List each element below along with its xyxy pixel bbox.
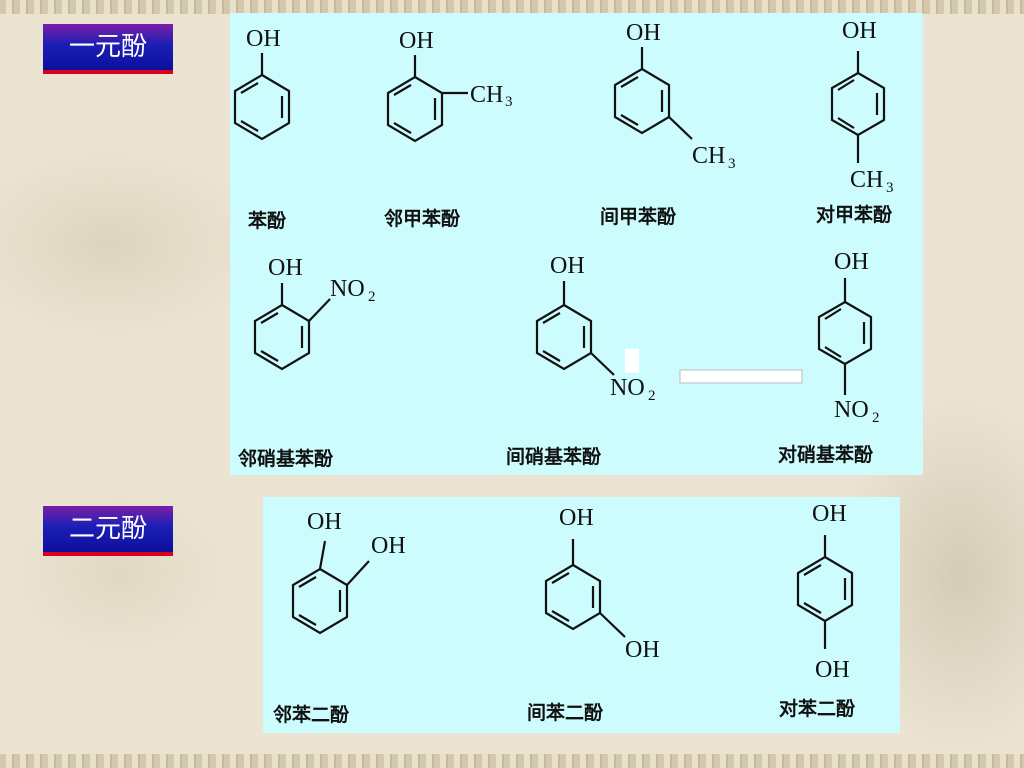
m-nitrophenol-structure — [535, 281, 615, 376]
name-hydroquinone: 对苯二酚 — [779, 697, 856, 720]
resorcinol-structure — [544, 539, 626, 638]
group-label: 3 — [886, 180, 894, 196]
group-label: 2 — [648, 388, 656, 404]
o-nitrophenol-structure — [253, 283, 331, 371]
name-m-nitrophenol: 间硝基苯酚 — [506, 445, 602, 468]
white-artifact — [625, 349, 639, 373]
o-cresol-structure — [386, 55, 468, 143]
name-o-nitrophenol: 邻硝基苯酚 — [238, 447, 334, 470]
monohydric-phenols-panel: OH OH CH 3 OH CH 3 OH CH 3 OH NO 2 OH NO… — [230, 13, 923, 475]
group-label: OH — [268, 255, 303, 281]
group-label: OH — [371, 533, 406, 559]
section-label-di: 二元酚 — [43, 506, 173, 556]
group-label: NO — [834, 397, 869, 423]
name-m-cresol: 间甲苯酚 — [600, 205, 677, 228]
white-artifact — [679, 369, 803, 384]
p-nitrophenol-structure — [817, 278, 873, 395]
name-resorcinol: 间苯二酚 — [527, 701, 604, 724]
group-label: OH — [559, 505, 594, 531]
hydroquinone-structure — [796, 535, 854, 649]
group-label: NO — [330, 276, 365, 302]
group-label: NO — [610, 375, 645, 401]
m-cresol-structure — [613, 47, 693, 140]
group-label: 3 — [505, 94, 513, 110]
phenol-structure — [233, 53, 291, 141]
name-catechol: 邻苯二酚 — [273, 703, 350, 726]
group-label: OH — [842, 18, 877, 44]
group-label: 3 — [728, 156, 736, 172]
name-phenol: 苯酚 — [247, 209, 287, 232]
catechol-structure — [291, 540, 370, 635]
group-label: CH — [692, 143, 725, 169]
dihydric-structures: OH OH OH OH OH OH 邻苯二酚 间苯二酚 对苯二酚 — [273, 501, 856, 726]
group-label: CH — [470, 82, 503, 108]
group-label: OH — [815, 657, 850, 683]
group-label: CH — [850, 167, 883, 193]
group-label: 2 — [872, 410, 880, 426]
dihydric-phenols-panel: OH OH OH OH OH OH 邻苯二酚 间苯二酚 对苯二酚 — [263, 497, 900, 733]
group-label: OH — [550, 253, 585, 279]
p-cresol-structure — [830, 51, 886, 163]
decorative-border-bottom — [0, 754, 1024, 768]
group-label: OH — [626, 20, 661, 46]
section-label-mono: 一元酚 — [43, 24, 173, 74]
name-o-cresol: 邻甲苯酚 — [384, 207, 461, 230]
group-label: OH — [812, 501, 847, 527]
group-label: OH — [246, 26, 281, 52]
group-label: OH — [399, 28, 434, 54]
group-label: OH — [307, 509, 342, 535]
group-label: 2 — [368, 289, 376, 305]
group-label: OH — [834, 249, 869, 275]
decorative-border-top — [0, 0, 1024, 14]
name-p-cresol: 对甲苯酚 — [816, 203, 893, 226]
monohydric-structures: OH OH CH 3 OH CH 3 OH CH 3 OH NO 2 OH NO… — [233, 18, 894, 470]
name-p-nitrophenol: 对硝基苯酚 — [778, 443, 874, 466]
group-label: OH — [625, 637, 660, 663]
